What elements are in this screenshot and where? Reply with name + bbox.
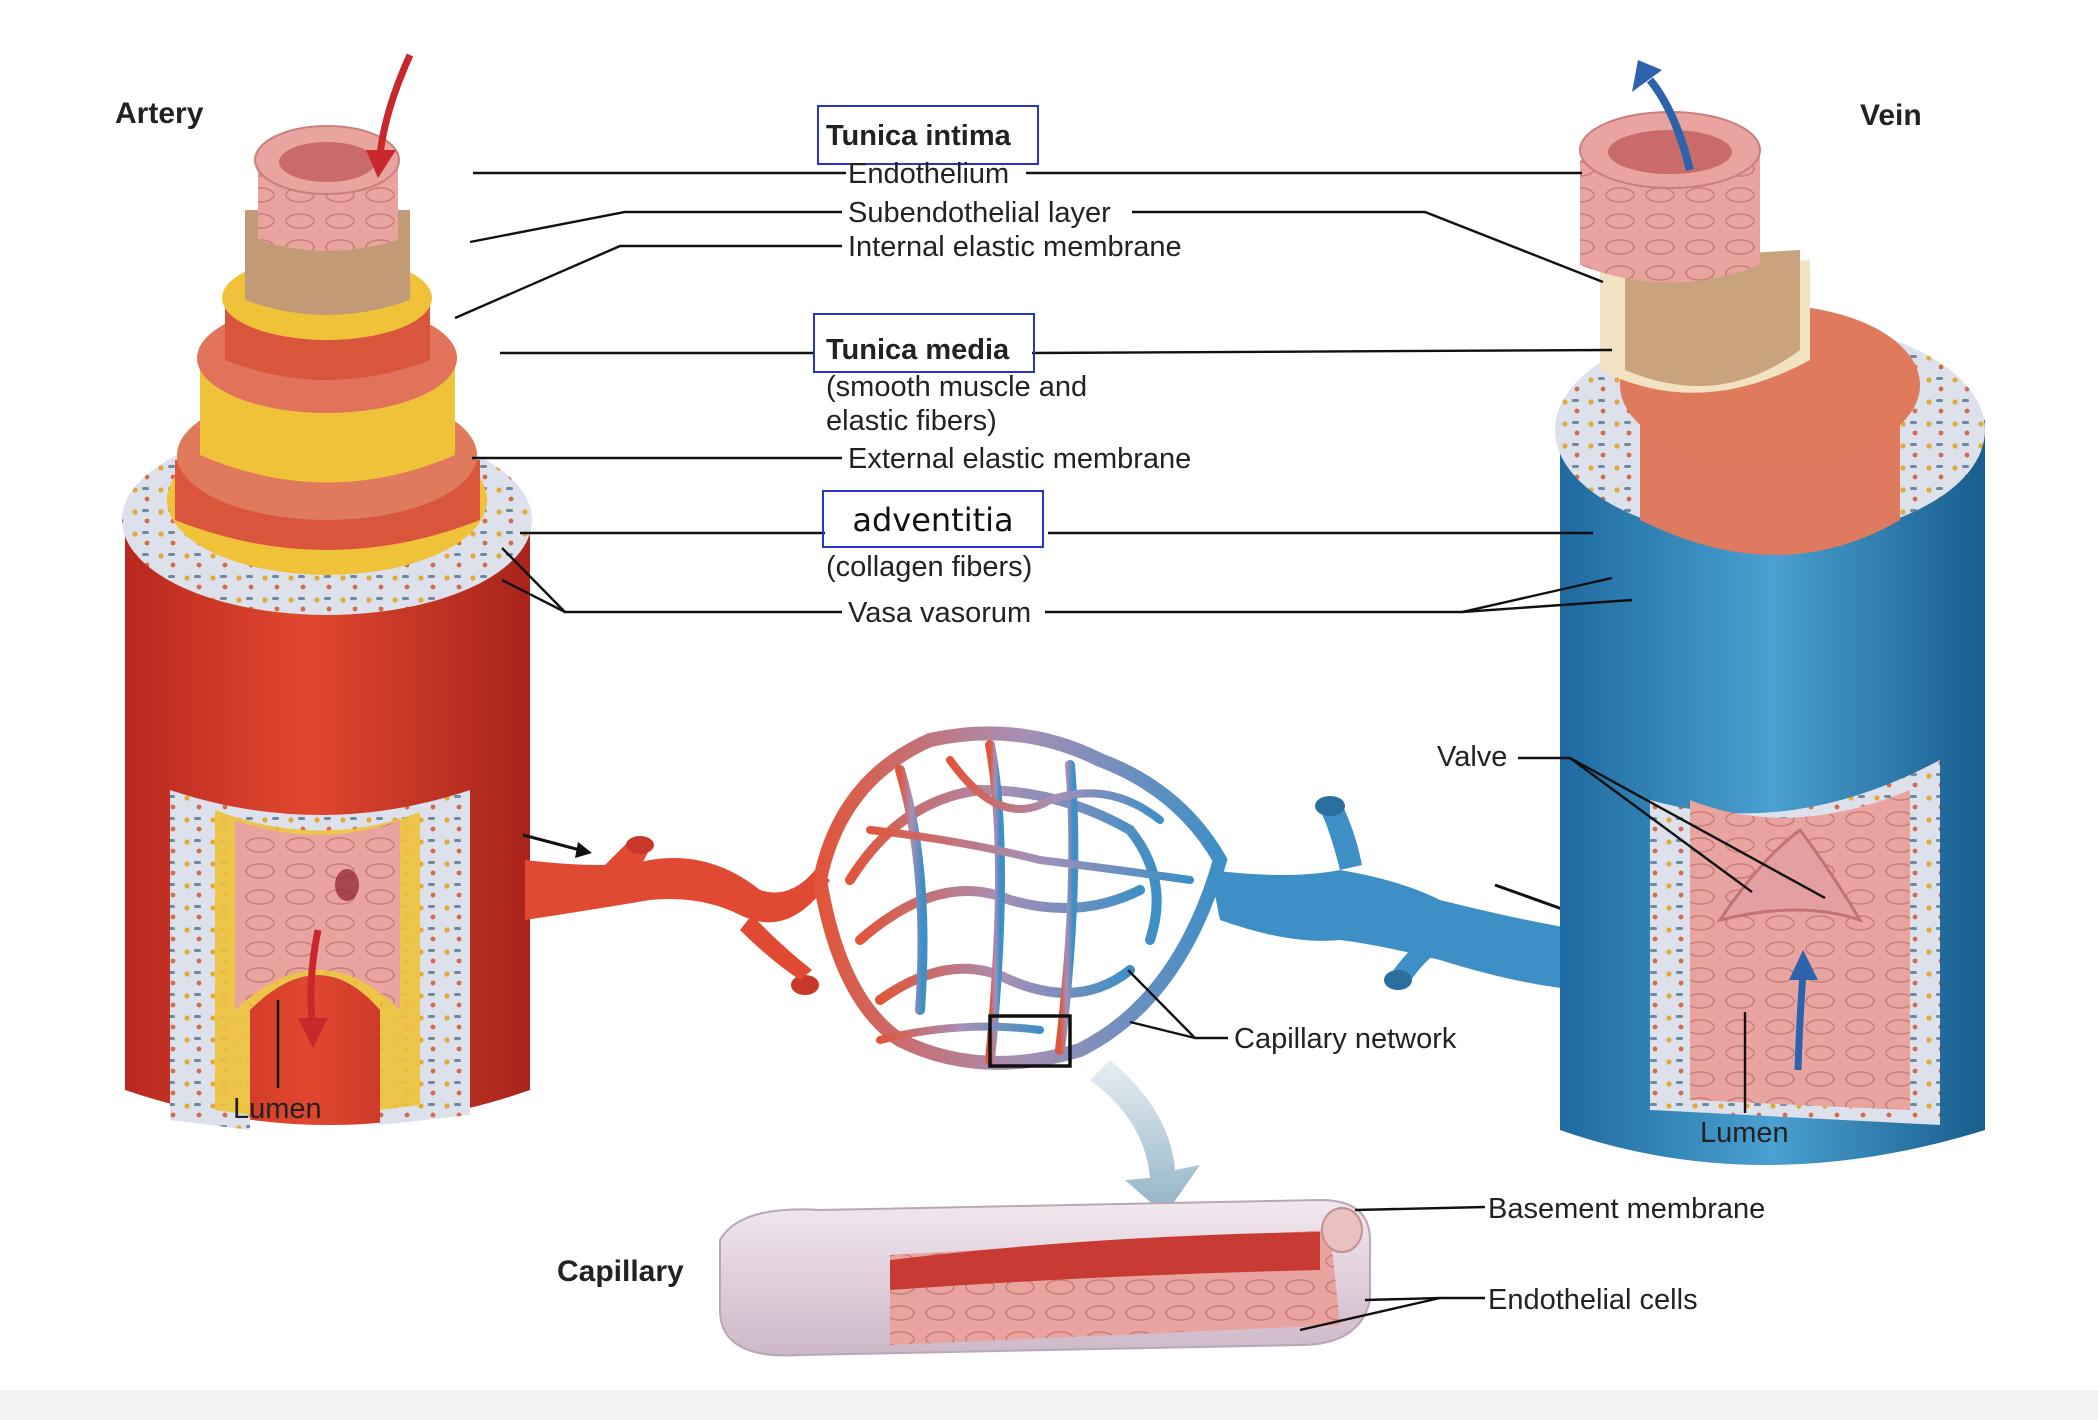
- tunica-media-label: Tunica media: [826, 334, 1010, 366]
- adventitia-label: adventitia: [822, 490, 1044, 548]
- vein-lumen-flow-arrow-icon: [1794, 974, 1807, 1071]
- vein-title: Vein: [1860, 99, 1922, 132]
- tunica-media-desc-line1: (smooth muscle and: [826, 371, 1088, 403]
- external-elastic-membrane-label: External elastic membrane: [848, 443, 1192, 475]
- tunica-intima-label: Tunica intima: [826, 120, 1011, 152]
- artery-illustration: [122, 53, 830, 1130]
- endothelial-cells-label: Endothelial cells: [1488, 1284, 1698, 1316]
- adventitia-desc: (collagen fibers): [826, 551, 1033, 583]
- vein-lumen-label: Lumen: [1700, 1117, 1789, 1149]
- arteriole-branch: [525, 858, 830, 923]
- bottom-strip: [0, 1390, 2098, 1420]
- basement-membrane-label: Basement membrane: [1488, 1193, 1766, 1225]
- venule-branch: [1210, 796, 1580, 990]
- valve-label: Valve: [1437, 741, 1508, 773]
- tunica-media-highlight-box: [813, 313, 1035, 373]
- capillary-network-illustration: [812, 726, 1228, 1070]
- internal-elastic-membrane-label: Internal elastic membrane: [848, 231, 1182, 263]
- capillary-detail-box: [988, 1014, 1072, 1068]
- vasa-vasorum-label: Vasa vasorum: [848, 597, 1032, 629]
- venous-flow-arrow-icon: [1494, 883, 1566, 912]
- leader-lines: [276, 171, 1826, 1332]
- flow-arrow-icon: [522, 833, 581, 852]
- artery-lumen-flow-arrow-icon: [307, 929, 322, 1021]
- tunica-media-desc-line2: elastic fibers): [826, 405, 997, 437]
- subendothelial-layer-label: Subendothelial layer: [848, 197, 1111, 229]
- vein-outflow-arrow-icon: [1646, 77, 1694, 171]
- artery-inflow-arrow-icon: [376, 53, 414, 156]
- capillary-network-label: Capillary network: [1234, 1023, 1457, 1055]
- artery-lumen-label: Lumen: [233, 1093, 322, 1125]
- capillary-zoom-arrow-icon: [1090, 1060, 1200, 1215]
- capillary-detail-illustration: [719, 1060, 1371, 1357]
- capillary-title: Capillary: [557, 1255, 684, 1288]
- endothelium-label: Endothelium: [848, 158, 1010, 190]
- tunica-intima-highlight-box: [817, 105, 1039, 165]
- artery-title: Artery: [115, 97, 204, 130]
- vein-illustration: [1555, 60, 1985, 1165]
